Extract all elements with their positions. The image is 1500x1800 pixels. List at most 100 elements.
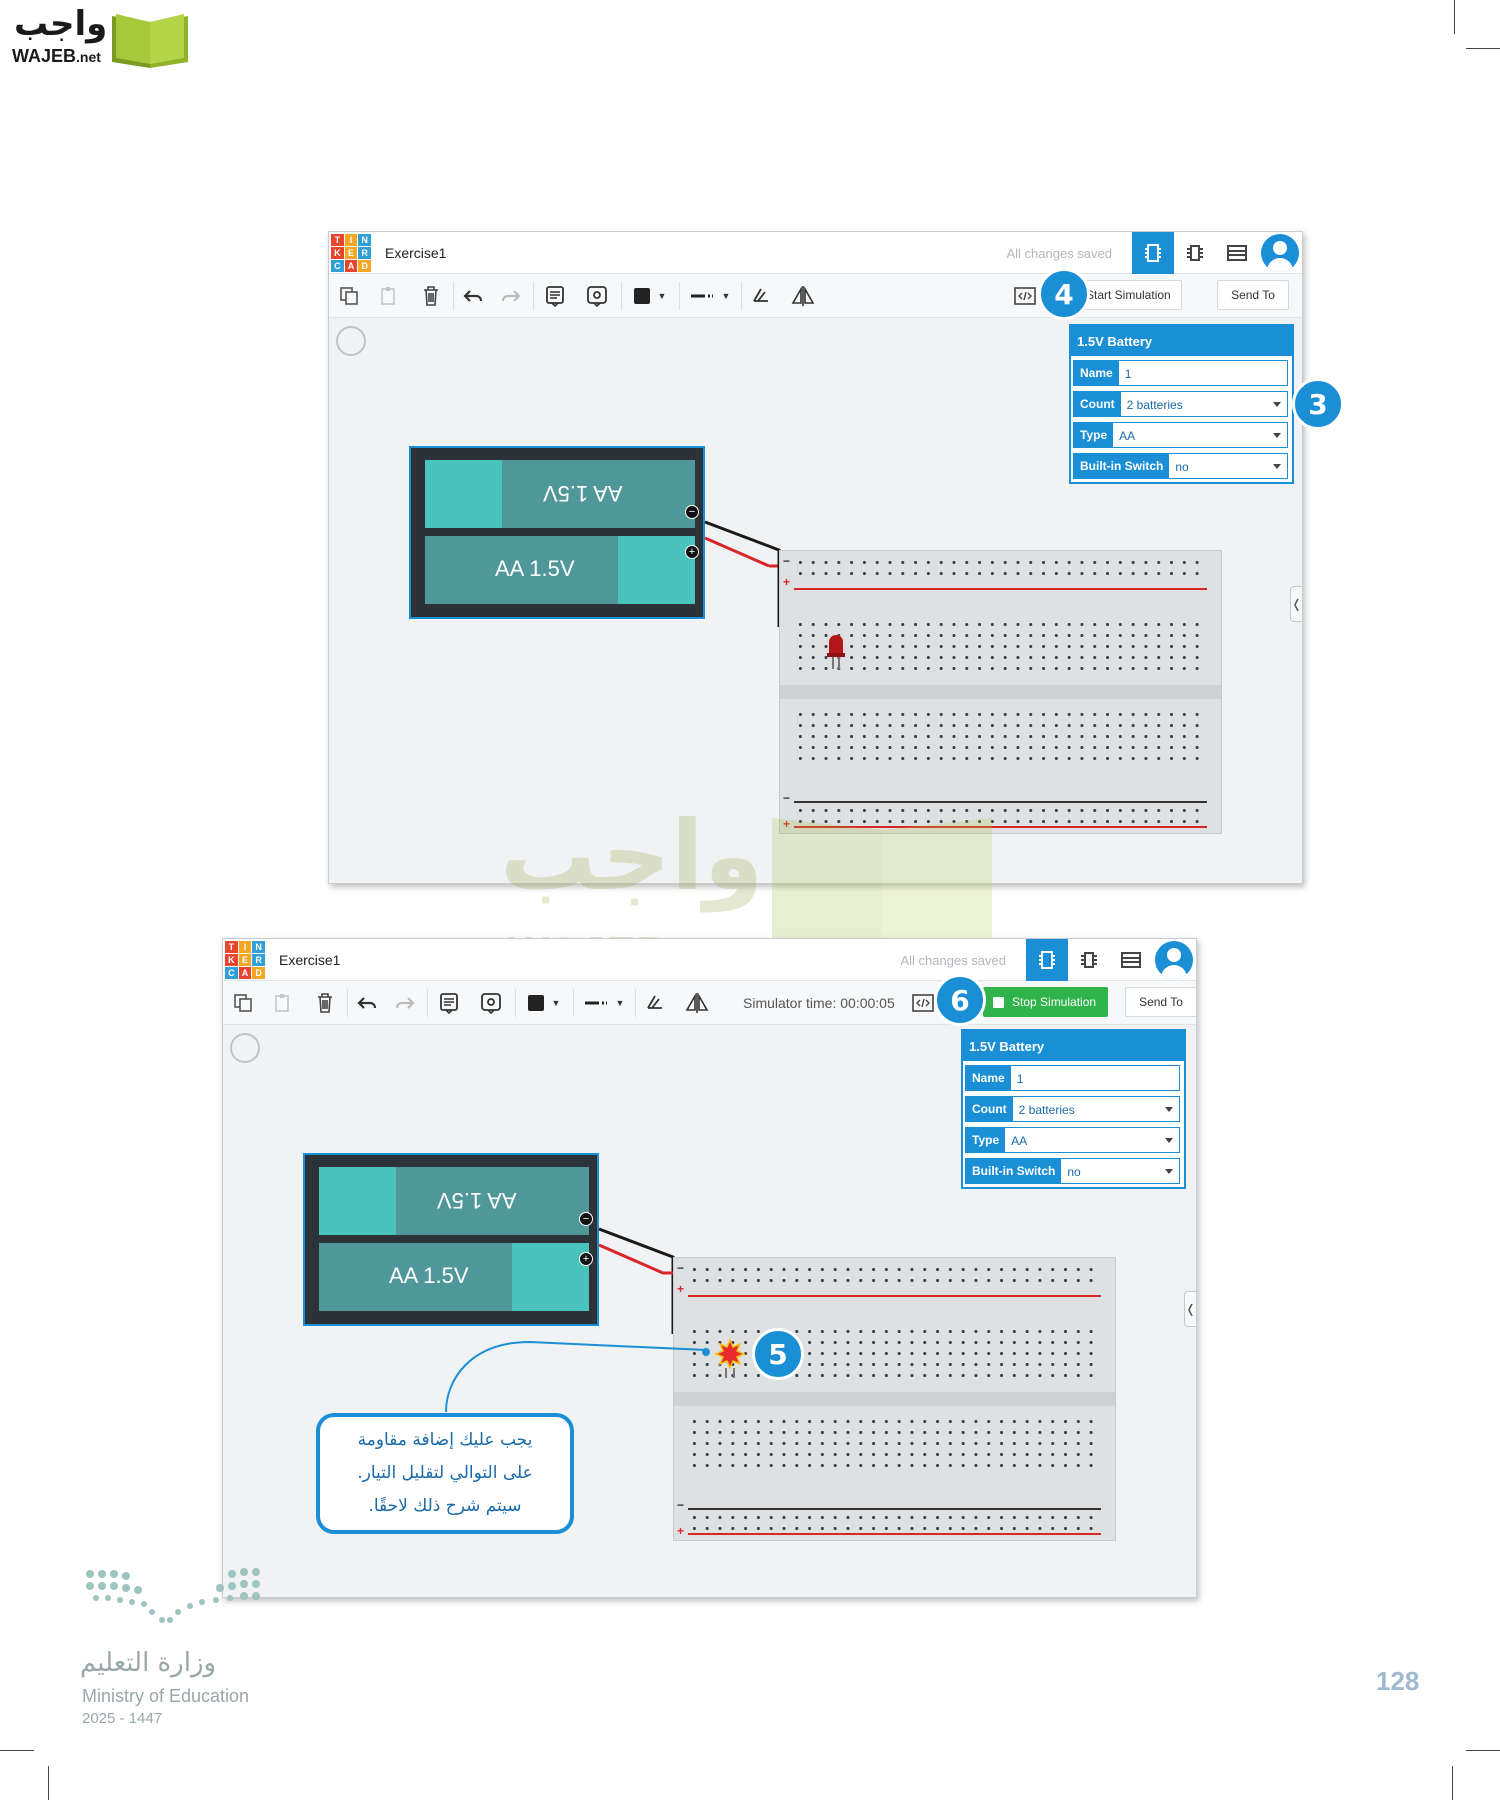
delete-button[interactable] <box>311 990 339 1016</box>
wire-style-picker[interactable]: ▼ <box>685 283 735 309</box>
redo-icon <box>395 997 415 1009</box>
breadboard[interactable]: − + − + <box>779 550 1222 834</box>
paste-button[interactable] <box>375 283 403 309</box>
stop-icon <box>993 996 1004 1008</box>
copy-button[interactable] <box>335 283 363 309</box>
simulator-time: Simulator time: 00:00:05 <box>743 995 895 1011</box>
circuit-view-icon <box>1145 244 1161 262</box>
paste-icon <box>381 287 395 305</box>
design-title[interactable]: Exercise1 <box>279 952 341 968</box>
redo-button[interactable] <box>497 283 525 309</box>
flip-icon <box>685 992 709 1013</box>
led-burst[interactable] <box>714 1338 746 1380</box>
circuit-view-button[interactable] <box>1026 939 1068 981</box>
schematic-view-button[interactable] <box>1174 232 1216 274</box>
battery-pack[interactable]: AA 1.5V AA 1.5V − + <box>409 446 705 619</box>
stop-simulation-button[interactable]: Stop Simulation <box>983 987 1109 1017</box>
delete-button[interactable] <box>417 283 445 309</box>
send-to-button[interactable]: Send To <box>1217 280 1289 310</box>
battery-cell: AA 1.5V <box>425 460 695 528</box>
type-select[interactable]: AA <box>1005 1128 1179 1152</box>
flip-button[interactable] <box>789 283 817 309</box>
negative-terminal[interactable]: − <box>579 1212 593 1226</box>
rail-pos-sign: + <box>783 575 791 589</box>
switch-select[interactable]: no <box>1061 1159 1179 1183</box>
battery-pack[interactable]: AA 1.5V AA 1.5V − + <box>303 1153 599 1326</box>
flip-icon <box>791 285 815 306</box>
code-icon <box>912 994 934 1012</box>
code-button[interactable] <box>1009 283 1041 309</box>
wire-style-picker[interactable]: ▼ <box>579 990 629 1016</box>
undo-icon <box>463 290 483 302</box>
user-avatar[interactable] <box>1155 941 1193 979</box>
list-icon <box>1227 245 1247 261</box>
rail-neg-sign: − <box>783 791 791 805</box>
switch-select[interactable]: no <box>1169 454 1287 478</box>
led[interactable] <box>826 633 846 673</box>
crop-mark <box>48 1766 49 1800</box>
breadboard[interactable]: − + − + <box>673 1257 1116 1541</box>
toolbar-divider <box>621 282 622 310</box>
battery-cell: AA 1.5V <box>319 1167 589 1235</box>
fit-view-button[interactable] <box>230 1033 260 1063</box>
toolbar: ▼ ▼ Simulator time: 00:00:05 Stop Simula… <box>223 981 1196 1025</box>
panel-collapse-tab[interactable]: ❬ <box>1184 1291 1196 1327</box>
paste-button[interactable] <box>269 990 297 1016</box>
code-button[interactable] <box>907 990 939 1016</box>
wajeb-logo-arabic: واجب <box>14 4 108 44</box>
rail-pos-sign: + <box>677 1282 685 1296</box>
rotate-icon <box>753 288 768 302</box>
send-to-button[interactable]: Send To <box>1125 987 1196 1017</box>
view-notes-button[interactable] <box>477 990 505 1016</box>
toolbar-divider <box>679 282 680 310</box>
positive-terminal[interactable]: + <box>579 1252 593 1266</box>
positive-terminal[interactable]: + <box>685 545 699 559</box>
user-avatar[interactable] <box>1261 234 1299 272</box>
rail-neg-sign: − <box>783 554 791 568</box>
crop-mark <box>1466 48 1500 49</box>
undo-button[interactable] <box>459 283 487 309</box>
color-picker[interactable]: ▼ <box>521 990 567 1016</box>
schematic-view-icon <box>1187 245 1203 261</box>
notes-button[interactable] <box>541 283 569 309</box>
note-line: يجب عليك إضافة مقاومة <box>357 1430 533 1450</box>
copy-button[interactable] <box>229 990 257 1016</box>
battery-cell: AA 1.5V <box>425 536 695 604</box>
rotate-button[interactable] <box>641 990 669 1016</box>
notes-button[interactable] <box>435 990 463 1016</box>
components-list-button[interactable] <box>1110 939 1152 981</box>
count-select[interactable]: 2 batteries <box>1121 392 1287 416</box>
undo-button[interactable] <box>353 990 381 1016</box>
rotate-button[interactable] <box>747 283 775 309</box>
resistor-note: يجب عليك إضافة مقاومة على التوالي لتقليل… <box>316 1413 574 1534</box>
redo-button[interactable] <box>391 990 419 1016</box>
color-picker[interactable]: ▼ <box>627 283 673 309</box>
name-input[interactable]: 1 <box>1124 367 1132 381</box>
flip-button[interactable] <box>683 990 711 1016</box>
schematic-view-button[interactable] <box>1068 939 1110 981</box>
toolbar-divider <box>515 989 516 1017</box>
name-input[interactable]: 1 <box>1016 1072 1024 1086</box>
toolbar-divider <box>533 282 534 310</box>
design-title[interactable]: Exercise1 <box>385 245 447 261</box>
count-select[interactable]: 2 batteries <box>1013 1097 1179 1121</box>
crop-mark <box>1454 0 1455 34</box>
circuit-view-button[interactable] <box>1132 232 1174 274</box>
fit-view-button[interactable] <box>336 326 366 356</box>
negative-terminal[interactable]: − <box>685 505 699 519</box>
panel-collapse-tab[interactable]: ❬ <box>1290 586 1302 622</box>
components-list-button[interactable] <box>1216 232 1258 274</box>
list-icon <box>1121 952 1141 968</box>
type-select[interactable]: AA <box>1113 423 1287 447</box>
view-notes-button[interactable] <box>583 283 611 309</box>
